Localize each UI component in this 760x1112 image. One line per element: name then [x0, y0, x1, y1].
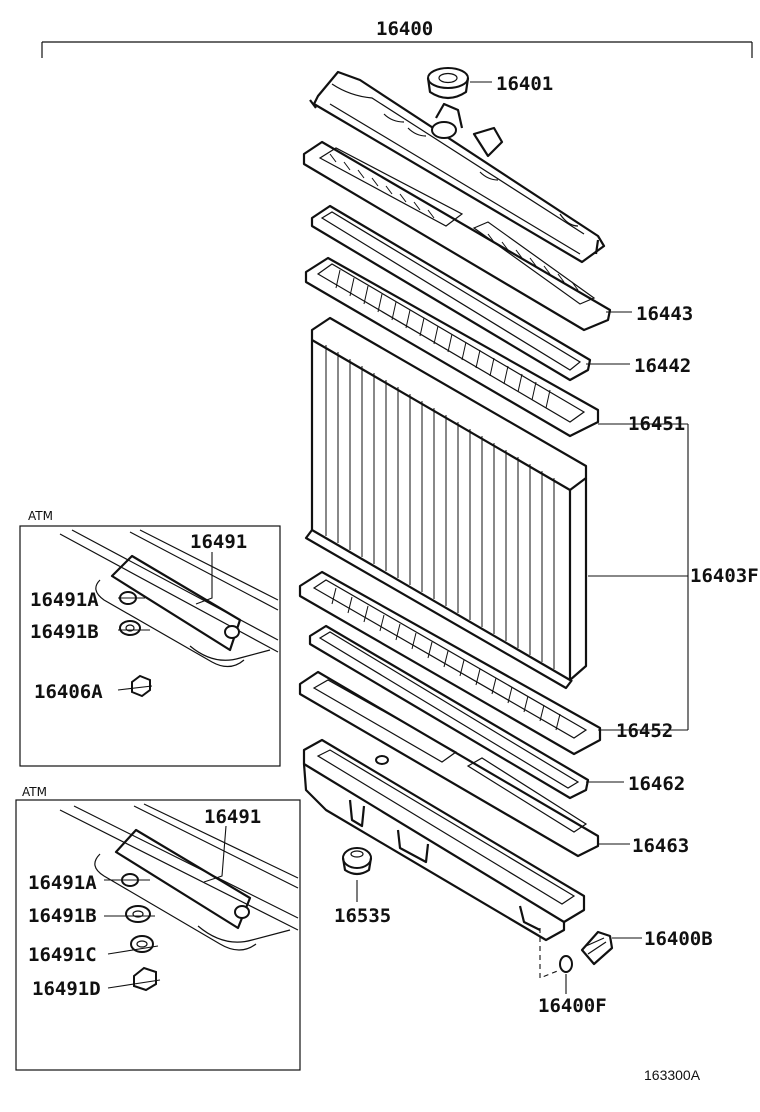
lower-tank [302, 738, 586, 942]
lower-core-plate [298, 570, 602, 756]
inset-upper-label-16491: 16491 [190, 531, 247, 553]
label-16535: 16535 [334, 905, 391, 927]
label-16403F: 16403F [690, 565, 759, 587]
assembly-bracket [41, 41, 753, 58]
drain-cock [580, 930, 614, 966]
gasket-16462 [308, 624, 590, 800]
radiator-cap [426, 67, 470, 100]
inset-atm-upper [19, 525, 281, 767]
inset-lower-label-16491A: 16491A [28, 872, 97, 894]
inset-upper-tag: ATM [28, 509, 53, 523]
label-16451: 16451 [628, 413, 685, 435]
upper-core-plate [304, 256, 600, 438]
gasket-upper-seal [302, 140, 612, 332]
inset-upper-label-16406A: 16406A [34, 681, 103, 703]
inset-lower-tag: ATM [22, 785, 47, 799]
label-16463: 16463 [632, 835, 689, 857]
radiator-core [304, 316, 588, 690]
upper-tank [309, 70, 606, 264]
label-16462: 16462 [628, 773, 685, 795]
label-16452: 16452 [616, 720, 673, 742]
inset-lower-label-16491B: 16491B [28, 905, 97, 927]
label-16442: 16442 [634, 355, 691, 377]
leader-lines [356, 81, 689, 994]
assembly-number-label: 16400 [376, 18, 433, 40]
label-16400F: 16400F [538, 995, 607, 1017]
gasket-16442 [310, 204, 592, 382]
gasket-lower-seal [298, 670, 600, 858]
label-16400B: 16400B [644, 928, 713, 950]
inset-lower-label-16491D: 16491D [32, 978, 101, 1000]
inset-upper-label-16491B: 16491B [30, 621, 99, 643]
inset-upper-label-16491A: 16491A [30, 589, 99, 611]
drawing-id: 163300A [644, 1067, 701, 1083]
inset-lower-label-16491: 16491 [204, 806, 261, 828]
mount-cushion [341, 847, 373, 876]
label-16443: 16443 [636, 303, 693, 325]
inset-atm-lower [15, 799, 301, 1071]
drain-o-ring [539, 928, 573, 979]
inset-lower-label-16491C: 16491C [28, 944, 97, 966]
label-16401: 16401 [496, 73, 553, 95]
